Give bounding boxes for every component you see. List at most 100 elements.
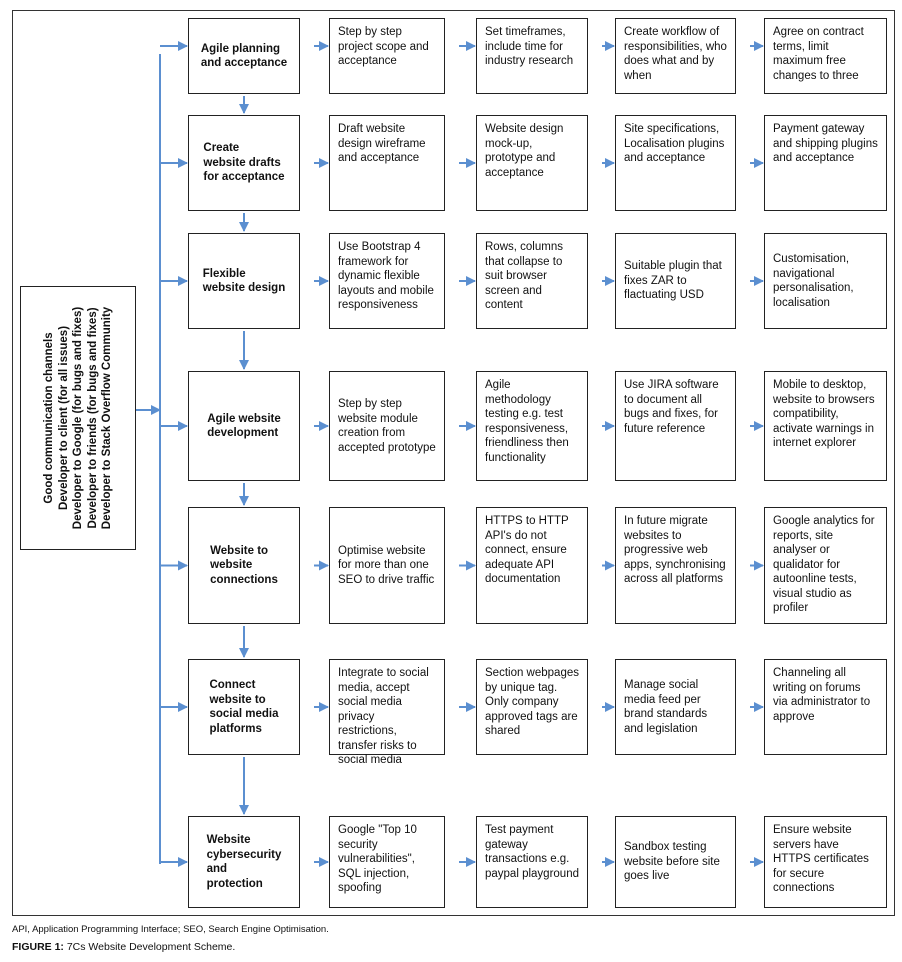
step-box: Step by step project scope and acceptanc… <box>329 18 445 94</box>
channel-client: Developer to client (for all issues) <box>57 325 70 511</box>
stage-label-line: website drafts <box>203 156 281 169</box>
step-box: Test payment gateway transactions e.g. p… <box>476 816 588 908</box>
step-box: In future migrate websites to progressiv… <box>615 507 736 624</box>
stage-box: Website cybersecurity and protection <box>188 816 300 908</box>
step-text: Rows, columns that collapse to suit brow… <box>485 241 563 311</box>
step-box: Manage social media feed per brand stand… <box>615 659 736 755</box>
footnote: API, Application Programming Interface; … <box>12 924 329 935</box>
stage-label-line: Create <box>203 142 240 155</box>
step-text: Google "Top 10 security vulnerabilities"… <box>338 824 417 894</box>
step-text: Step by step website module creation fro… <box>338 398 436 454</box>
stage-box: Flexible website design <box>188 233 300 329</box>
step-text: Manage social media feed per brand stand… <box>624 679 708 735</box>
step-box: Suitable plugin that fixes ZAR to flactu… <box>615 233 736 329</box>
stage-label-line: cybersecurity <box>206 848 282 861</box>
step-box: Agree on contract terms, limit maximum f… <box>764 18 887 94</box>
stage-label-line: Website <box>206 834 251 846</box>
step-text: Google analytics for reports, site analy… <box>773 515 875 614</box>
step-box: Use JIRA software to document all bugs a… <box>615 371 736 481</box>
figure-caption: FIGURE 1: 7Cs Website Development Scheme… <box>12 941 235 953</box>
step-text: In future migrate websites to progressiv… <box>624 515 726 585</box>
step-text: HTTPS to HTTP API's do not connect, ensu… <box>485 515 569 585</box>
stage-box: Agile website development <box>188 371 300 481</box>
step-box: Mobile to desktop, website to browsers c… <box>764 371 887 481</box>
stage-box: Agile planning and acceptance <box>188 18 300 94</box>
step-box: Optimise website for more than one SEO t… <box>329 507 445 624</box>
stage-label: Connect website to social media platforms <box>209 678 278 736</box>
stage-label-line: website design <box>202 282 286 294</box>
stage-label-line: development <box>207 427 279 439</box>
channel-google: Developer to Google (for bugs and fixes) <box>71 306 84 530</box>
step-box: Google "Top 10 security vulnerabilities"… <box>329 816 445 908</box>
step-box: HTTPS to HTTP API's do not connect, ensu… <box>476 507 588 624</box>
step-box: Channeling all writing on forums via adm… <box>764 659 887 755</box>
step-box: Site specifications, Localisation plugin… <box>615 115 736 211</box>
stage-label: Website cybersecurity and protection <box>207 833 282 891</box>
channels-title: Good communication channels <box>42 332 55 504</box>
stage-label-line: Flexible <box>202 267 246 280</box>
caption-text: 7Cs Website Development Scheme. <box>66 941 236 953</box>
step-box: Integrate to social media, accept social… <box>329 659 445 766</box>
step-box: Customisation, navigational personalisat… <box>764 233 887 329</box>
step-text: Payment gateway and shipping plugins and… <box>773 123 878 164</box>
step-text: Use Bootstrap 4 framework for dynamic fl… <box>338 241 434 311</box>
step-text: Section webpages by unique tag. Only com… <box>485 667 579 737</box>
stage-label-line: Agile planning <box>200 42 281 55</box>
stage-label: Flexible website design <box>203 267 285 296</box>
step-text: Create workflow of responsibilities, who… <box>624 26 727 82</box>
step-box: Website design mock-up, prototype and ac… <box>476 115 588 211</box>
step-box: Step by step website module creation fro… <box>329 371 445 481</box>
step-box: Google analytics for reports, site analy… <box>764 507 887 624</box>
step-box: Use Bootstrap 4 framework for dynamic fl… <box>329 233 445 329</box>
stage-box: Connect website to social media platforms <box>188 659 300 755</box>
step-text: Step by step project scope and acceptanc… <box>338 26 429 67</box>
caption-label: FIGURE 1: <box>12 941 64 953</box>
step-text: Set timeframes, include time for industr… <box>485 26 574 67</box>
step-text: Site specifications, Localisation plugin… <box>624 123 725 164</box>
communication-channels-box: Good communication channels Developer to… <box>20 286 136 550</box>
step-box: Rows, columns that collapse to suit brow… <box>476 233 588 329</box>
stage-label: Agile planning and acceptance <box>201 42 287 71</box>
stage-label-line: for acceptance <box>203 171 285 184</box>
step-box: Create workflow of responsibilities, who… <box>615 18 736 94</box>
channel-friends: Developer to friends (for bugs and fixes… <box>86 307 99 529</box>
step-text: Optimise website for more than one SEO t… <box>338 544 435 586</box>
step-text: Ensure website servers have HTTPS certif… <box>773 824 869 894</box>
step-text: Agree on contract terms, limit maximum f… <box>773 26 864 82</box>
figure-frame <box>12 10 895 916</box>
step-box: Agile methodology testing e.g. test resp… <box>476 371 588 481</box>
stage-label: Agile website development <box>207 412 281 441</box>
stage-label-line: Website to <box>210 544 269 557</box>
step-text: Draft website design wireframe and accep… <box>338 123 426 164</box>
step-text: Sandbox testing website before site goes… <box>624 841 720 883</box>
step-text: Use JIRA software to document all bugs a… <box>624 379 719 435</box>
step-text: Mobile to desktop, website to browsers c… <box>773 379 875 449</box>
step-text: Website design mock-up, prototype and ac… <box>485 123 564 179</box>
stage-label-line: website <box>210 559 253 572</box>
stage-label-line: and acceptance <box>200 57 288 69</box>
step-box: Ensure website servers have HTTPS certif… <box>764 816 887 908</box>
step-box: Sandbox testing website before site goes… <box>615 816 736 908</box>
step-text: Integrate to social media, accept social… <box>338 667 429 766</box>
step-box: Section webpages by unique tag. Only com… <box>476 659 588 755</box>
stage-label-line: website to <box>209 693 266 706</box>
step-text: Customisation, navigational personalisat… <box>773 253 854 309</box>
stage-label-line: and <box>206 863 228 875</box>
step-text: Agile methodology testing e.g. test resp… <box>485 379 569 464</box>
step-text: Suitable plugin that fixes ZAR to flactu… <box>624 260 722 302</box>
stage-label-line: protection <box>206 877 263 890</box>
step-box: Set timeframes, include time for industr… <box>476 18 588 94</box>
channel-stack-overflow: Developer to Stack Overflow Community <box>100 306 113 530</box>
stage-label-line: platforms <box>209 722 262 735</box>
stage-label-line: Connect <box>209 679 256 691</box>
stage-label-line: Agile website <box>207 412 281 425</box>
stage-label-line: connections <box>210 573 278 586</box>
step-text: Channeling all writing on forums via adm… <box>773 667 871 723</box>
step-box: Payment gateway and shipping plugins and… <box>764 115 887 211</box>
stage-label-line: social media <box>209 708 279 720</box>
